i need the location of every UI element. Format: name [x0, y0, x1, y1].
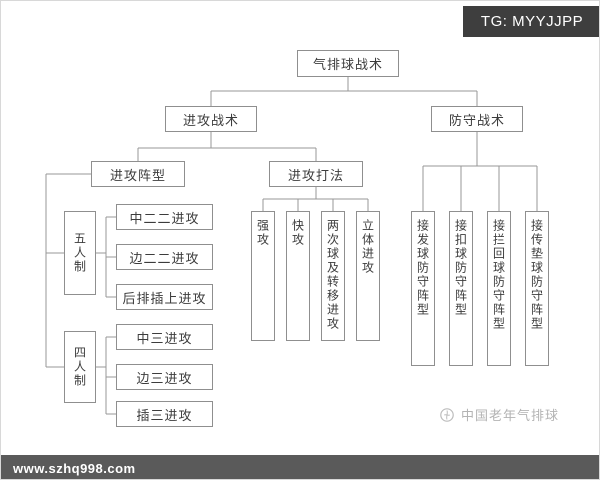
node-attack-methods: 进攻打法	[269, 161, 363, 187]
node-spike-receive-defense: 接扣球防守阵型	[449, 211, 473, 366]
node-three-dimensional-attack: 立体进攻	[356, 211, 380, 341]
node-label: 接扣球防守阵型	[453, 219, 468, 317]
node-five-person: 五人制	[64, 211, 96, 295]
node-label: 强攻	[255, 219, 270, 247]
node-second-ball-transfer-attack: 两次球及转移进攻	[321, 211, 345, 341]
node-mid-3-attack: 中三进攻	[116, 324, 213, 350]
node-insert-3-attack: 插三进攻	[116, 401, 213, 427]
node-label: 立体进攻	[360, 219, 375, 275]
node-label: 快攻	[290, 219, 305, 247]
node-attack-formation: 进攻阵型	[91, 161, 185, 187]
node-serve-receive-defense: 接发球防守阵型	[411, 211, 435, 366]
node-quick-attack: 快攻	[286, 211, 310, 341]
node-label: 四人制	[72, 346, 87, 388]
node-mid-22-attack: 中二二进攻	[116, 204, 213, 230]
node-defense: 防守战术	[431, 106, 523, 132]
node-label: 接拦回球防守阵型	[491, 219, 506, 331]
node-block-rebound-defense: 接拦回球防守阵型	[487, 211, 511, 366]
tg-badge: TG: MYYJJPP	[463, 6, 599, 37]
node-four-person: 四人制	[64, 331, 96, 403]
node-offense: 进攻战术	[165, 106, 257, 132]
flower-logo-icon	[440, 407, 454, 422]
watermark-text: 中国老年气排球	[461, 408, 560, 423]
website-bar: www.szhq998.com	[1, 455, 599, 479]
node-side-3-attack: 边三进攻	[116, 364, 213, 390]
node-side-22-attack: 边二二进攻	[116, 244, 213, 270]
watermark: 中国老年气排球	[439, 405, 559, 424]
node-label: 接发球防守阵型	[415, 219, 430, 317]
node-label: 两次球及转移进攻	[325, 219, 340, 331]
node-backrow-attack: 后排插上进攻	[116, 284, 213, 310]
node-pass-dig-defense: 接传垫球防守阵型	[525, 211, 549, 366]
node-label: 五人制	[72, 232, 87, 274]
node-label: 接传垫球防守阵型	[529, 219, 544, 331]
node-root: 气排球战术	[297, 50, 399, 77]
node-strong-attack: 强攻	[251, 211, 275, 341]
